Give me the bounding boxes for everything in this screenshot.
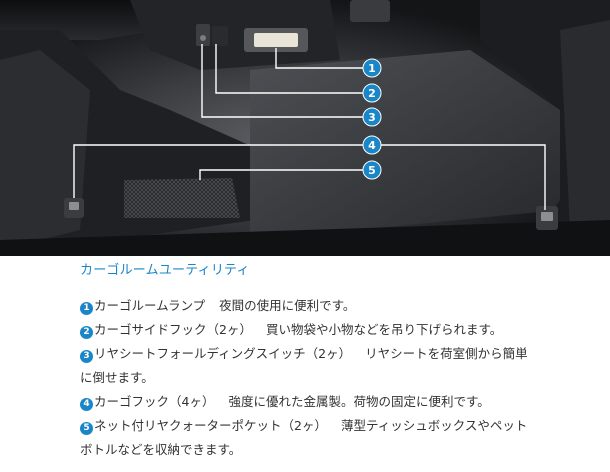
- callout-line-5: [199, 169, 364, 180]
- callout-number-3: 3: [368, 111, 376, 124]
- item-desc-3-cont: に倒せます。: [80, 370, 154, 385]
- item-number-2: 2: [80, 326, 93, 339]
- item-desc-4: 強度に優れた金属製。荷物の固定に便利です。: [228, 394, 490, 409]
- callout-number-2: 2: [368, 87, 376, 100]
- item-desc-2: 買い物袋や小物などを吊り下げられます。: [265, 322, 503, 337]
- item-desc-5-cont: ボトルなどを収納できます。: [80, 442, 242, 457]
- item-name-2: カーゴサイドフック（2ヶ）: [94, 322, 252, 337]
- callout-badge-3: 3: [362, 107, 382, 127]
- caption-title: カーゴルームユーティリティ: [80, 263, 250, 278]
- callout-line-4: [73, 144, 546, 210]
- item-name-5: ネット付リヤクォーターポケット（2ヶ）: [94, 418, 327, 433]
- item-name-1: カーゴルームランプ: [94, 298, 206, 313]
- item-desc-1: 夜間の使用に便利です。: [219, 298, 356, 313]
- item-number-1: 1: [80, 302, 93, 315]
- item-desc-5: 薄型ティッシュボックスやペット: [340, 418, 528, 433]
- callout-badge-2: 2: [362, 83, 382, 103]
- callout-number-4: 4: [368, 139, 376, 152]
- item-name-3: リヤシートフォールディングスイッチ（2ヶ）: [94, 346, 352, 361]
- callout-number-5: 5: [368, 164, 376, 177]
- callout-line-3: [201, 44, 364, 118]
- cargo-room-photo: 1 2 3 4 5: [0, 0, 610, 256]
- callout-badge-1: 1: [362, 58, 382, 78]
- item-desc-3: リヤシートを荷室側から簡単: [365, 346, 528, 361]
- callout-lines: [73, 44, 546, 210]
- callout-line-2: [215, 44, 364, 94]
- item-number-5: 5: [80, 422, 93, 435]
- callout-badge-4: 4: [362, 135, 382, 155]
- item-number-3: 3: [80, 350, 93, 363]
- callout-line-1: [275, 48, 364, 69]
- cargo-room-illustration: 1 2 3 4 5: [0, 0, 610, 256]
- item-name-4: カーゴフック（4ヶ）: [94, 394, 215, 409]
- item-number-4: 4: [80, 398, 93, 411]
- callout-number-1: 1: [368, 62, 376, 75]
- callout-badge-5: 5: [362, 160, 382, 180]
